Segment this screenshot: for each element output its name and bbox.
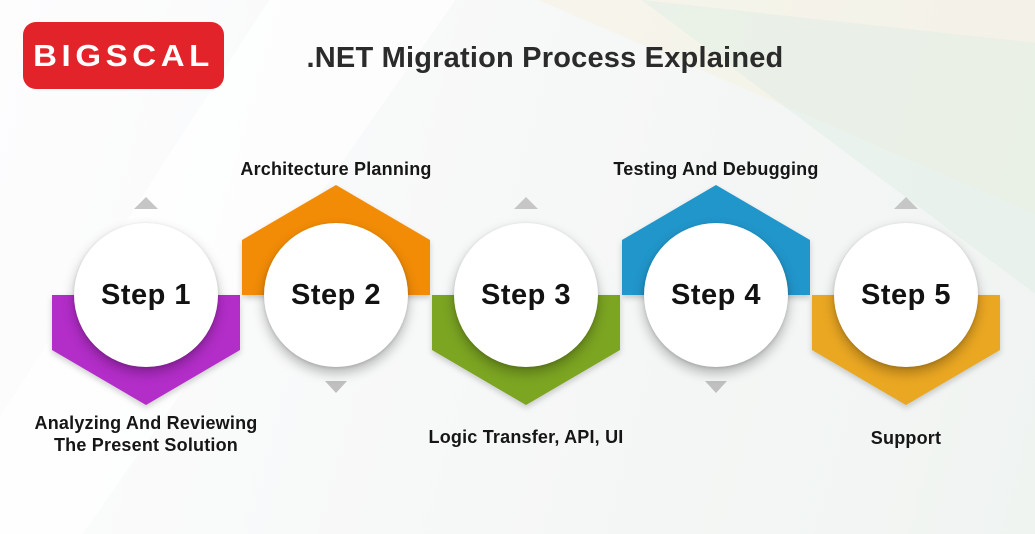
step-5-caption: Support [870,428,942,448]
step-3-label: Step 3 [480,278,572,311]
up-arrow-icon [514,197,538,209]
up-arrow-icon [134,197,158,209]
step-1-circle: Step 1 [74,223,218,367]
step-4-circle: Step 4 [644,223,788,367]
step-1-caption: Analyzing And Reviewing The Present Solu… [34,413,258,455]
down-arrow-icon [325,381,347,393]
page-title: .NET Migration Process Explained [306,42,784,74]
step-3-circle: Step 3 [454,223,598,367]
brand-logo: BIGSCAL [23,22,224,89]
step-4-label: Step 4 [670,278,762,311]
step-3-caption: Logic Transfer, API, UI [428,427,624,447]
step-2-caption: Architecture Planning [240,159,432,179]
step-4-caption: Testing And Debugging [613,159,819,179]
up-arrow-icon [894,197,918,209]
step-1-label: Step 1 [100,278,192,311]
down-arrow-icon [705,381,727,393]
step-5-circle: Step 5 [834,223,978,367]
step-2-label: Step 2 [290,278,382,311]
step-5-label: Step 5 [860,278,952,311]
step-2-circle: Step 2 [264,223,408,367]
brand-logo-text: BIGSCAL [33,38,214,73]
